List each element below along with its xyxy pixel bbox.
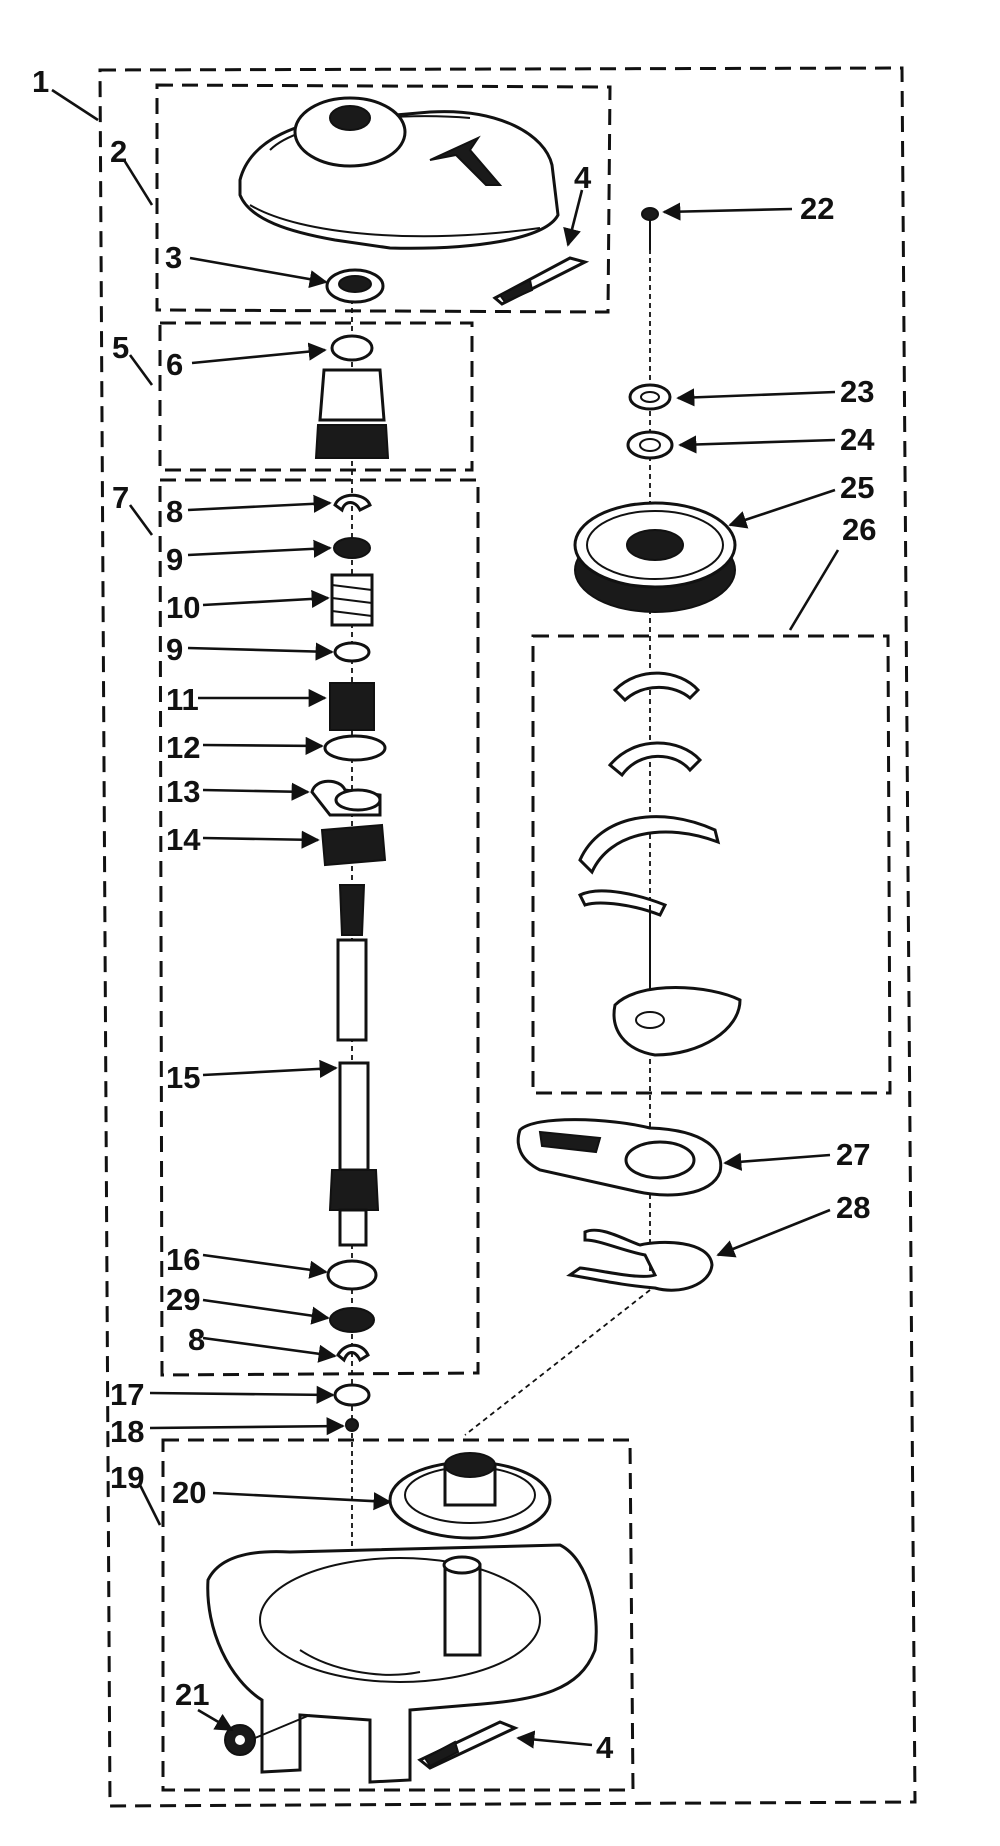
clutch — [320, 823, 387, 867]
gear-20 — [388, 1452, 552, 1540]
callout-16: 16 — [166, 1242, 200, 1277]
shift-lever — [310, 779, 382, 817]
callout-24: 24 — [840, 422, 875, 457]
alignment-axes — [351, 240, 651, 1690]
callout-25: 25 — [840, 470, 874, 505]
group-box-pinion — [158, 321, 474, 472]
callout-3: 3 — [165, 240, 182, 275]
group-box-assembly — [98, 66, 917, 1808]
callout-5: 5 — [112, 330, 129, 365]
shift-lever-27 — [516, 1118, 723, 1197]
callout-15: 15 — [166, 1060, 200, 1095]
nut-21 — [224, 1714, 311, 1756]
callout-27: 27 — [836, 1137, 870, 1172]
callout-20: 20 — [172, 1475, 206, 1510]
group-box-shaft — [158, 478, 480, 1377]
washer-upper — [333, 537, 371, 559]
washer-17 — [333, 1383, 371, 1407]
callout-12: 12 — [166, 730, 200, 765]
shift-cam-assembly — [577, 671, 742, 1057]
drive-gear — [573, 501, 737, 613]
callout-labels: 1 2 3 4 4 5 6 7 8 8 9 9 10 11 12 13 14 1… — [32, 64, 876, 1765]
callout-8-upper: 8 — [166, 494, 183, 529]
leader-lines — [51, 88, 840, 1749]
callout-2: 2 — [110, 134, 127, 169]
spring — [330, 573, 374, 627]
seal — [325, 268, 385, 304]
callout-26: 26 — [842, 512, 876, 547]
washer-lower — [333, 641, 371, 663]
screw — [641, 207, 659, 250]
callout-18: 18 — [110, 1414, 144, 1449]
grease-tube-top — [492, 256, 590, 306]
callout-21: 21 — [175, 1677, 209, 1712]
callout-23: 23 — [840, 374, 874, 409]
callout-10: 10 — [166, 590, 200, 625]
callout-4-top: 4 — [574, 160, 592, 195]
callout-28: 28 — [836, 1190, 870, 1225]
grease-tube-bottom — [417, 1720, 519, 1770]
group-box-housing — [161, 1438, 635, 1792]
gear-housing — [206, 1543, 598, 1784]
retaining-ring-lower — [336, 1343, 370, 1363]
washer-24 — [626, 430, 674, 460]
pinion-gear — [314, 334, 390, 459]
callout-11: 11 — [166, 682, 199, 717]
callout-7: 7 — [112, 480, 129, 515]
callout-1: 1 — [32, 64, 49, 99]
callout-14: 14 — [166, 822, 201, 857]
thrust-ring — [323, 734, 387, 762]
bearing — [329, 682, 375, 731]
bearing-lower — [326, 1259, 378, 1291]
retaining-ring-upper — [333, 493, 372, 513]
callout-13: 13 — [166, 774, 200, 809]
callout-8-lower: 8 — [188, 1322, 205, 1357]
ball-18 — [345, 1418, 359, 1432]
gear-case-cover — [238, 96, 560, 250]
washer-23 — [628, 383, 672, 411]
spring-28 — [566, 1228, 714, 1292]
seal-lower — [329, 1307, 375, 1333]
callout-29: 29 — [166, 1282, 200, 1317]
callout-9-upper: 9 — [166, 542, 183, 577]
group-box-shift-assembly — [531, 634, 892, 1095]
callout-6: 6 — [166, 347, 183, 382]
callout-9-lower: 9 — [166, 632, 183, 667]
group-box-cover — [155, 83, 612, 314]
callout-4-bottom: 4 — [596, 1730, 614, 1765]
callout-19: 19 — [110, 1460, 144, 1495]
callout-22: 22 — [800, 191, 834, 226]
callout-17: 17 — [110, 1377, 144, 1412]
agitator-shaft — [328, 884, 380, 1247]
